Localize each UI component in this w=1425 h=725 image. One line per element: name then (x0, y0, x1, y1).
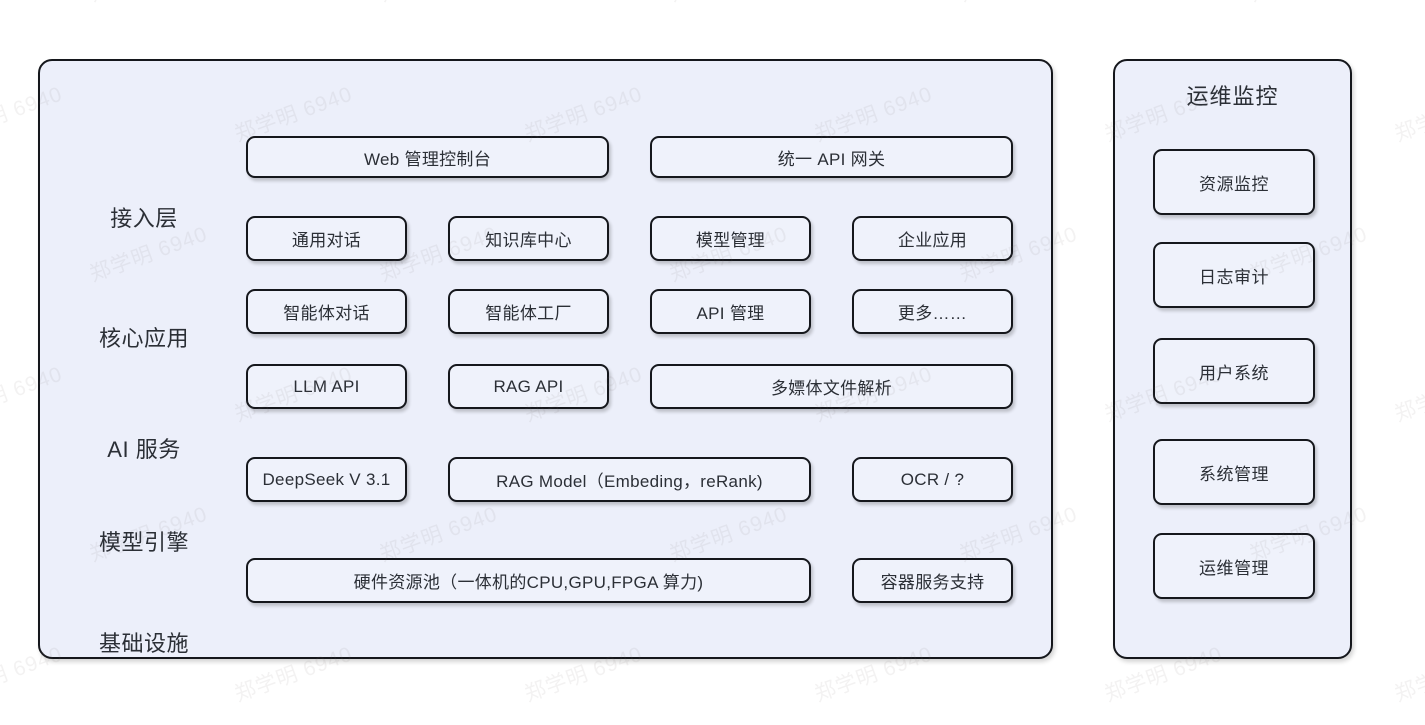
node-agent-factory[interactable]: 智能体工厂 (448, 289, 609, 334)
node-api-gateway[interactable]: 统一 API 网关 (650, 136, 1013, 178)
ops-item-user-system[interactable]: 用户系统 (1153, 338, 1315, 404)
row-label-access-layer: 接入层 (110, 206, 178, 231)
node-agent-chat[interactable]: 智能体对话 (246, 289, 407, 334)
node-api-management[interactable]: API 管理 (650, 289, 811, 334)
node-model-management[interactable]: 模型管理 (650, 216, 811, 261)
node-deepseek-model[interactable]: DeepSeek V 3.1 (246, 457, 407, 502)
node-ocr-model[interactable]: OCR / ? (852, 457, 1013, 502)
node-rag-model[interactable]: RAG Model（Embeding，reRank) (448, 457, 811, 502)
ops-item-log-audit[interactable]: 日志审计 (1153, 242, 1315, 308)
ops-item-resource-monitor[interactable]: 资源监控 (1153, 149, 1315, 215)
node-hardware-pool[interactable]: 硬件资源池（一体机的CPU,GPU,FPGA 算力) (246, 558, 811, 603)
node-rag-api[interactable]: RAG API (448, 364, 609, 409)
node-more[interactable]: 更多…… (852, 289, 1013, 334)
ops-monitoring-panel: 运维监控 资源监控日志审计用户系统系统管理运维管理 (1113, 59, 1352, 659)
row-label-infrastructure: 基础设施 (98, 631, 189, 656)
ops-item-system-management[interactable]: 系统管理 (1153, 439, 1315, 505)
node-enterprise-apps[interactable]: 企业应用 (852, 216, 1013, 261)
node-knowledge-center[interactable]: 知识库中心 (448, 216, 609, 261)
row-label-core-apps: 核心应用 (98, 326, 189, 351)
node-general-chat[interactable]: 通用对话 (246, 216, 407, 261)
row-label-model-engine: 模型引擎 (98, 530, 189, 555)
ops-panel-title: 运维监控 (1186, 84, 1279, 109)
node-llm-api[interactable]: LLM API (246, 364, 407, 409)
node-web-console[interactable]: Web 管理控制台 (246, 136, 609, 178)
node-multimedia-parsing[interactable]: 多嫖体文件解析 (650, 364, 1013, 409)
node-container-service[interactable]: 容器服务支持 (852, 558, 1013, 603)
row-label-ai-services: AI 服务 (107, 437, 181, 462)
ops-item-ops-management[interactable]: 运维管理 (1153, 533, 1315, 599)
